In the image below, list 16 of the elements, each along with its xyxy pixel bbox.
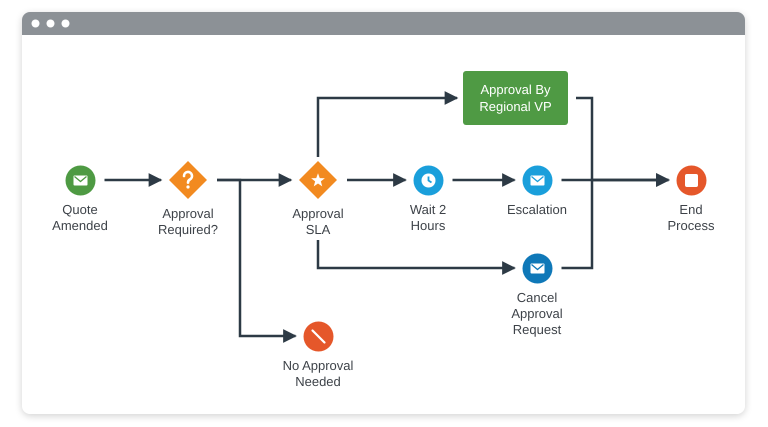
step-label: Quote Amended <box>51 202 109 234</box>
arrow <box>104 173 162 187</box>
step-label: Approval SLA <box>291 206 345 238</box>
arrow <box>316 91 458 157</box>
arrow <box>316 240 516 275</box>
arrow <box>217 178 297 343</box>
arrow <box>562 173 670 270</box>
step-label: No Approval Needed <box>282 358 354 390</box>
arrow <box>452 173 516 187</box>
step-label: Wait 2 Hours <box>408 202 448 234</box>
step-label: Cancel Approval Request <box>510 290 564 338</box>
step-label: Approval Required? <box>157 206 219 238</box>
task-box: Approval By Regional VP <box>463 71 568 125</box>
step-label: Escalation <box>506 202 568 218</box>
arrow <box>347 173 407 187</box>
step-label: End Process <box>666 202 716 234</box>
